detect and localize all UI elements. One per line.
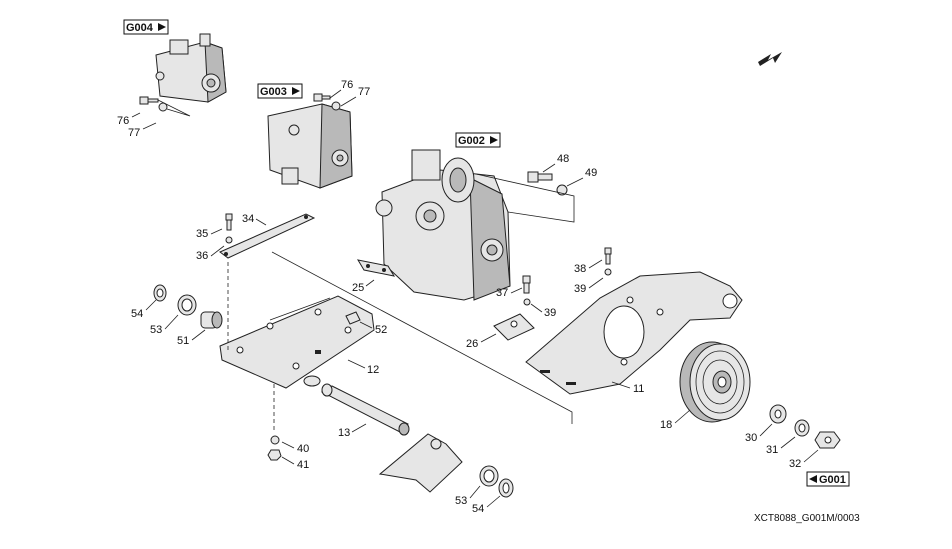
- washer-53: [177, 294, 197, 316]
- bolt-48: [527, 171, 568, 196]
- bolt-37: [522, 275, 531, 306]
- bracket-25: [356, 259, 396, 277]
- triangle-right-icon: [158, 23, 166, 31]
- cover-plate-26: [493, 313, 535, 341]
- callout-12: 12: [367, 364, 379, 376]
- callout-25: 25: [352, 282, 364, 294]
- callout-53: 53: [455, 495, 467, 507]
- svg-text:G001: G001: [819, 474, 846, 486]
- nut-32: [814, 431, 841, 449]
- callout-76: 76: [341, 79, 353, 91]
- bolt-76-g003: [313, 93, 341, 111]
- bearing-bracket: [378, 433, 463, 493]
- callout-37: 37: [496, 287, 508, 299]
- callout-11: 11: [633, 383, 644, 395]
- bolt-38: [604, 247, 612, 276]
- callout-39: 39: [544, 307, 556, 319]
- callout-31: 31: [766, 444, 778, 456]
- callout-18: 18: [660, 419, 672, 431]
- callout-26: 26: [466, 338, 478, 350]
- callout-48: 48: [557, 153, 569, 165]
- strap-34: [219, 213, 316, 259]
- callout-32: 32: [789, 458, 801, 470]
- drawing-code: XCT8088_G001M/0003: [754, 513, 860, 524]
- fitting-52: [345, 311, 361, 325]
- bushing-51: [200, 311, 223, 329]
- callout-54: 54: [472, 503, 484, 515]
- arrow-down-left-icon: [758, 52, 782, 66]
- washer-54: [153, 284, 167, 302]
- callout-77: 77: [128, 127, 140, 139]
- washer-53b: [479, 465, 499, 487]
- callout-76: 76: [117, 115, 129, 127]
- washer-31: [794, 419, 810, 437]
- hydraulic-pump-g002: [375, 149, 511, 301]
- callout-38: 38: [574, 263, 586, 275]
- callout-30: 30: [745, 432, 757, 444]
- reference-tag-g002[interactable]: G002: [455, 132, 501, 148]
- callout-39: 39: [574, 283, 586, 295]
- svg-text:G003: G003: [260, 86, 287, 98]
- shaft-13: [320, 383, 410, 436]
- reference-tag-g004[interactable]: G004: [123, 19, 169, 35]
- callout-40: 40: [297, 443, 309, 455]
- callout-77: 77: [358, 86, 370, 98]
- bolt-40: [270, 435, 280, 445]
- triangle-right-icon: [490, 136, 498, 144]
- callout-54: 54: [131, 308, 143, 320]
- bolt-76-g004: [139, 96, 191, 117]
- callout-13: 13: [338, 427, 350, 439]
- svg-text:G002: G002: [458, 135, 485, 147]
- bolt-35: [225, 213, 233, 244]
- callout-35: 35: [196, 228, 208, 240]
- reference-tag-g001[interactable]: G001: [806, 471, 850, 487]
- callout-53: 53: [150, 324, 162, 336]
- nut-41: [267, 449, 282, 461]
- callout-41: 41: [297, 459, 309, 471]
- callout-36: 36: [196, 250, 208, 262]
- hydraulic-pump-g004: [155, 33, 227, 103]
- callout-49: 49: [585, 167, 597, 179]
- pulley-18: [679, 341, 751, 423]
- callout-34: 34: [242, 213, 254, 225]
- svg-text:G004: G004: [126, 22, 154, 34]
- triangle-right-icon: [292, 87, 300, 95]
- washer-30: [769, 404, 787, 424]
- triangle-left-icon: [809, 475, 817, 483]
- mount-plate-12: [219, 295, 375, 389]
- callout-51: 51: [177, 335, 189, 347]
- motor-bracket-11: [525, 271, 743, 395]
- callout-52: 52: [375, 324, 387, 336]
- reference-tag-g003[interactable]: G003: [257, 83, 303, 99]
- washer-54b: [498, 478, 514, 498]
- hydraulic-pump-g003: [267, 103, 353, 189]
